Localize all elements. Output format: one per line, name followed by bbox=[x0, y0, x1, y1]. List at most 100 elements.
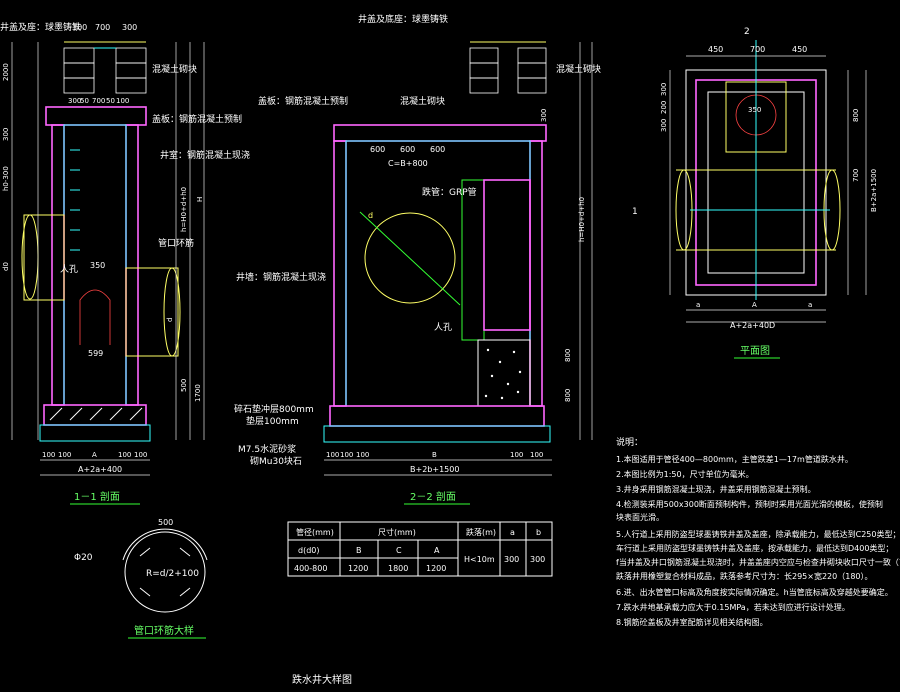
plan-top-dim-2: 700 bbox=[750, 45, 765, 54]
s2-pipe-dim: d bbox=[368, 211, 373, 220]
table-b: 300 bbox=[530, 555, 545, 564]
s2-bot-dim-5: 100 bbox=[510, 451, 523, 459]
table-r2-B: 1200 bbox=[348, 564, 368, 573]
s1-left-dim-2: 300 bbox=[2, 128, 10, 141]
section1-cover-bricks bbox=[63, 41, 147, 94]
s2-slab-dim-3: 600 bbox=[430, 145, 445, 154]
s1-left-dim-3: h0-300 bbox=[2, 166, 10, 191]
table-r1-B: B bbox=[356, 546, 362, 555]
ring-detail bbox=[122, 528, 208, 613]
s2-right-dim2-1: 800 bbox=[564, 349, 572, 362]
plan-bot-dim-a1: a bbox=[696, 301, 700, 309]
s1-dim-599: 599 bbox=[88, 349, 103, 358]
s2-manhole-label: 人孔 bbox=[434, 322, 452, 333]
ring-view-label: 管口环筋大样 bbox=[134, 624, 194, 637]
s2-slab-total: C=B+800 bbox=[388, 159, 428, 168]
section-2-2 bbox=[323, 41, 593, 476]
plan-view-label: 平面图 bbox=[740, 345, 770, 357]
s2-right-dim: h=H0+d+h0 bbox=[578, 197, 586, 242]
plan-left-dim-3: 300 bbox=[660, 119, 668, 132]
plan-top-dim-1: 450 bbox=[708, 45, 723, 54]
s2-pipe-label: 跌管：GRP管 bbox=[422, 186, 477, 198]
table-h-size: 尺寸(mm) bbox=[378, 527, 416, 537]
drawing-title: 跌水井大样图 bbox=[292, 673, 352, 686]
section2-drop-pipe bbox=[461, 179, 485, 341]
s2-gravel-thick: 垫层100mm bbox=[246, 415, 299, 427]
s2-slab-dim-2: 600 bbox=[400, 145, 415, 154]
plan-section-mark-1: 1 bbox=[632, 207, 638, 217]
s1-top-dim2-4: 50 bbox=[106, 97, 115, 105]
s1-top-dim-3: 300 bbox=[122, 23, 137, 32]
note-4: 4.检测装采用500x300断面预制构件，预制时采用光面光滑的模板，使预制 bbox=[616, 499, 883, 509]
spec-table-grid bbox=[287, 521, 553, 577]
note-5b: 车行道上采用防盗型球墨铸铁井盖及盖座，按承载能力，最低达到D400类型； bbox=[616, 543, 893, 553]
s2-bot-dim-6: 100 bbox=[530, 451, 543, 459]
s1-bot-dim-2: 100 bbox=[58, 451, 71, 459]
section2-right-wall bbox=[529, 140, 543, 407]
section2-base bbox=[329, 405, 545, 427]
section2-inner-wall bbox=[483, 179, 531, 331]
s1-top-dim2-1: 300 bbox=[68, 97, 81, 105]
s2-bot-dim-2: 100 bbox=[340, 451, 353, 459]
section2-inlet-pipe bbox=[359, 211, 461, 306]
note-5d: 跌落井用橡塑复合材料成品，跌落参考尺寸为：长295×宽220（180）。 bbox=[616, 571, 873, 581]
note-6: 6.进、出水管管口标高及角度按实际情况确定。h当管底标高及穿越处要确定。 bbox=[616, 587, 893, 597]
table-h-pipe: 管径(mm) bbox=[296, 527, 334, 537]
section2-cover-bricks bbox=[469, 41, 547, 94]
section1-manhole-arch bbox=[79, 289, 111, 345]
plan-bot-dim-a2: a bbox=[808, 301, 812, 309]
table-h-a: a bbox=[510, 528, 515, 537]
s1-view-label: 1－1 剖面 bbox=[74, 490, 120, 503]
plan-bot-total: A+2a+40D bbox=[730, 321, 775, 330]
plan-left-dim-1: 300 bbox=[660, 83, 668, 96]
table-r2-C: 1800 bbox=[388, 564, 408, 573]
s1-right-dim-H: H bbox=[196, 197, 204, 202]
section2-foundation bbox=[323, 425, 551, 443]
section1-right-wall bbox=[125, 124, 139, 406]
s2-bot-dim-4: B bbox=[432, 451, 437, 459]
note-5: 5.人行道上采用防盗型球墨铸铁井盖及盖座，除承载能力，最低达到C250类型； bbox=[616, 529, 900, 539]
s1-top-dim2-5: 100 bbox=[116, 97, 129, 105]
plan-view bbox=[669, 40, 867, 323]
note-4b: 块表面光滑。 bbox=[616, 512, 664, 522]
s1-wall-label: 井室：钢筋混凝土现浇 bbox=[160, 149, 250, 161]
table-r1-d: d(d0) bbox=[298, 546, 320, 555]
note-2: 2.本图比例为1:50，尺寸单位为毫米。 bbox=[616, 469, 754, 479]
plan-right-dim-3: B+2a+1500 bbox=[870, 169, 878, 212]
section2-gravel-dots bbox=[484, 348, 522, 400]
s1-top-dim2-2: 50 bbox=[80, 97, 89, 105]
s1-right-dim-d: d bbox=[166, 318, 174, 322]
section1-foundation bbox=[39, 424, 151, 442]
ring-arc-dim: 500 bbox=[158, 518, 173, 527]
s1-bot-dim-1: 100 bbox=[42, 451, 55, 459]
s1-ring-label: 管口环筋 bbox=[158, 237, 194, 249]
plan-top-dim-3: 450 bbox=[792, 45, 807, 54]
s1-left-dim-1: 2000 bbox=[2, 63, 10, 81]
s1-brick-label: 混凝土砌块 bbox=[152, 63, 197, 75]
section1-slab bbox=[45, 106, 147, 126]
ring-radius-label: R=d/2+100 bbox=[146, 569, 199, 579]
plan-right-dim-1: 800 bbox=[852, 109, 860, 122]
s2-gravel-label: 碎石垫冲层800mm bbox=[234, 403, 314, 415]
plan-section-mark-2: 2 bbox=[744, 27, 750, 37]
notes-heading: 说明： bbox=[616, 436, 643, 448]
s1-right-dim-1700: 1700 bbox=[194, 384, 202, 402]
note-7: 7.跌水井地基承载力应大于0.15MPa，若未达到应进行设计处理。 bbox=[616, 602, 850, 612]
s1-left-dim-4: d0 bbox=[2, 262, 10, 271]
s2-mortar-label2: 砌Mu30块石 bbox=[250, 455, 302, 467]
section-1-1 bbox=[11, 41, 205, 476]
s2-slab-dim-1: 600 bbox=[370, 145, 385, 154]
table-r1-A: A bbox=[434, 546, 440, 555]
section2-slab bbox=[333, 124, 547, 142]
s1-bot-total: A+2a+400 bbox=[78, 465, 122, 474]
s2-slab-label: 盖板：钢筋混凝土预制 bbox=[258, 95, 348, 107]
s2-bot-dim-1: 100 bbox=[326, 451, 339, 459]
s1-bot-dim-4: 100 bbox=[118, 451, 131, 459]
plan-bot-dim-A: A bbox=[752, 301, 757, 309]
plan-dim-350: 350 bbox=[748, 106, 761, 114]
s1-slab-label: 盖板：钢筋混凝土预制 bbox=[152, 113, 242, 125]
table-r1-C: C bbox=[396, 546, 402, 555]
s2-right-dim2-2: 800 bbox=[564, 389, 572, 402]
section1-inlet-pipe bbox=[21, 214, 65, 301]
section1-outlet-pipe bbox=[125, 267, 181, 357]
